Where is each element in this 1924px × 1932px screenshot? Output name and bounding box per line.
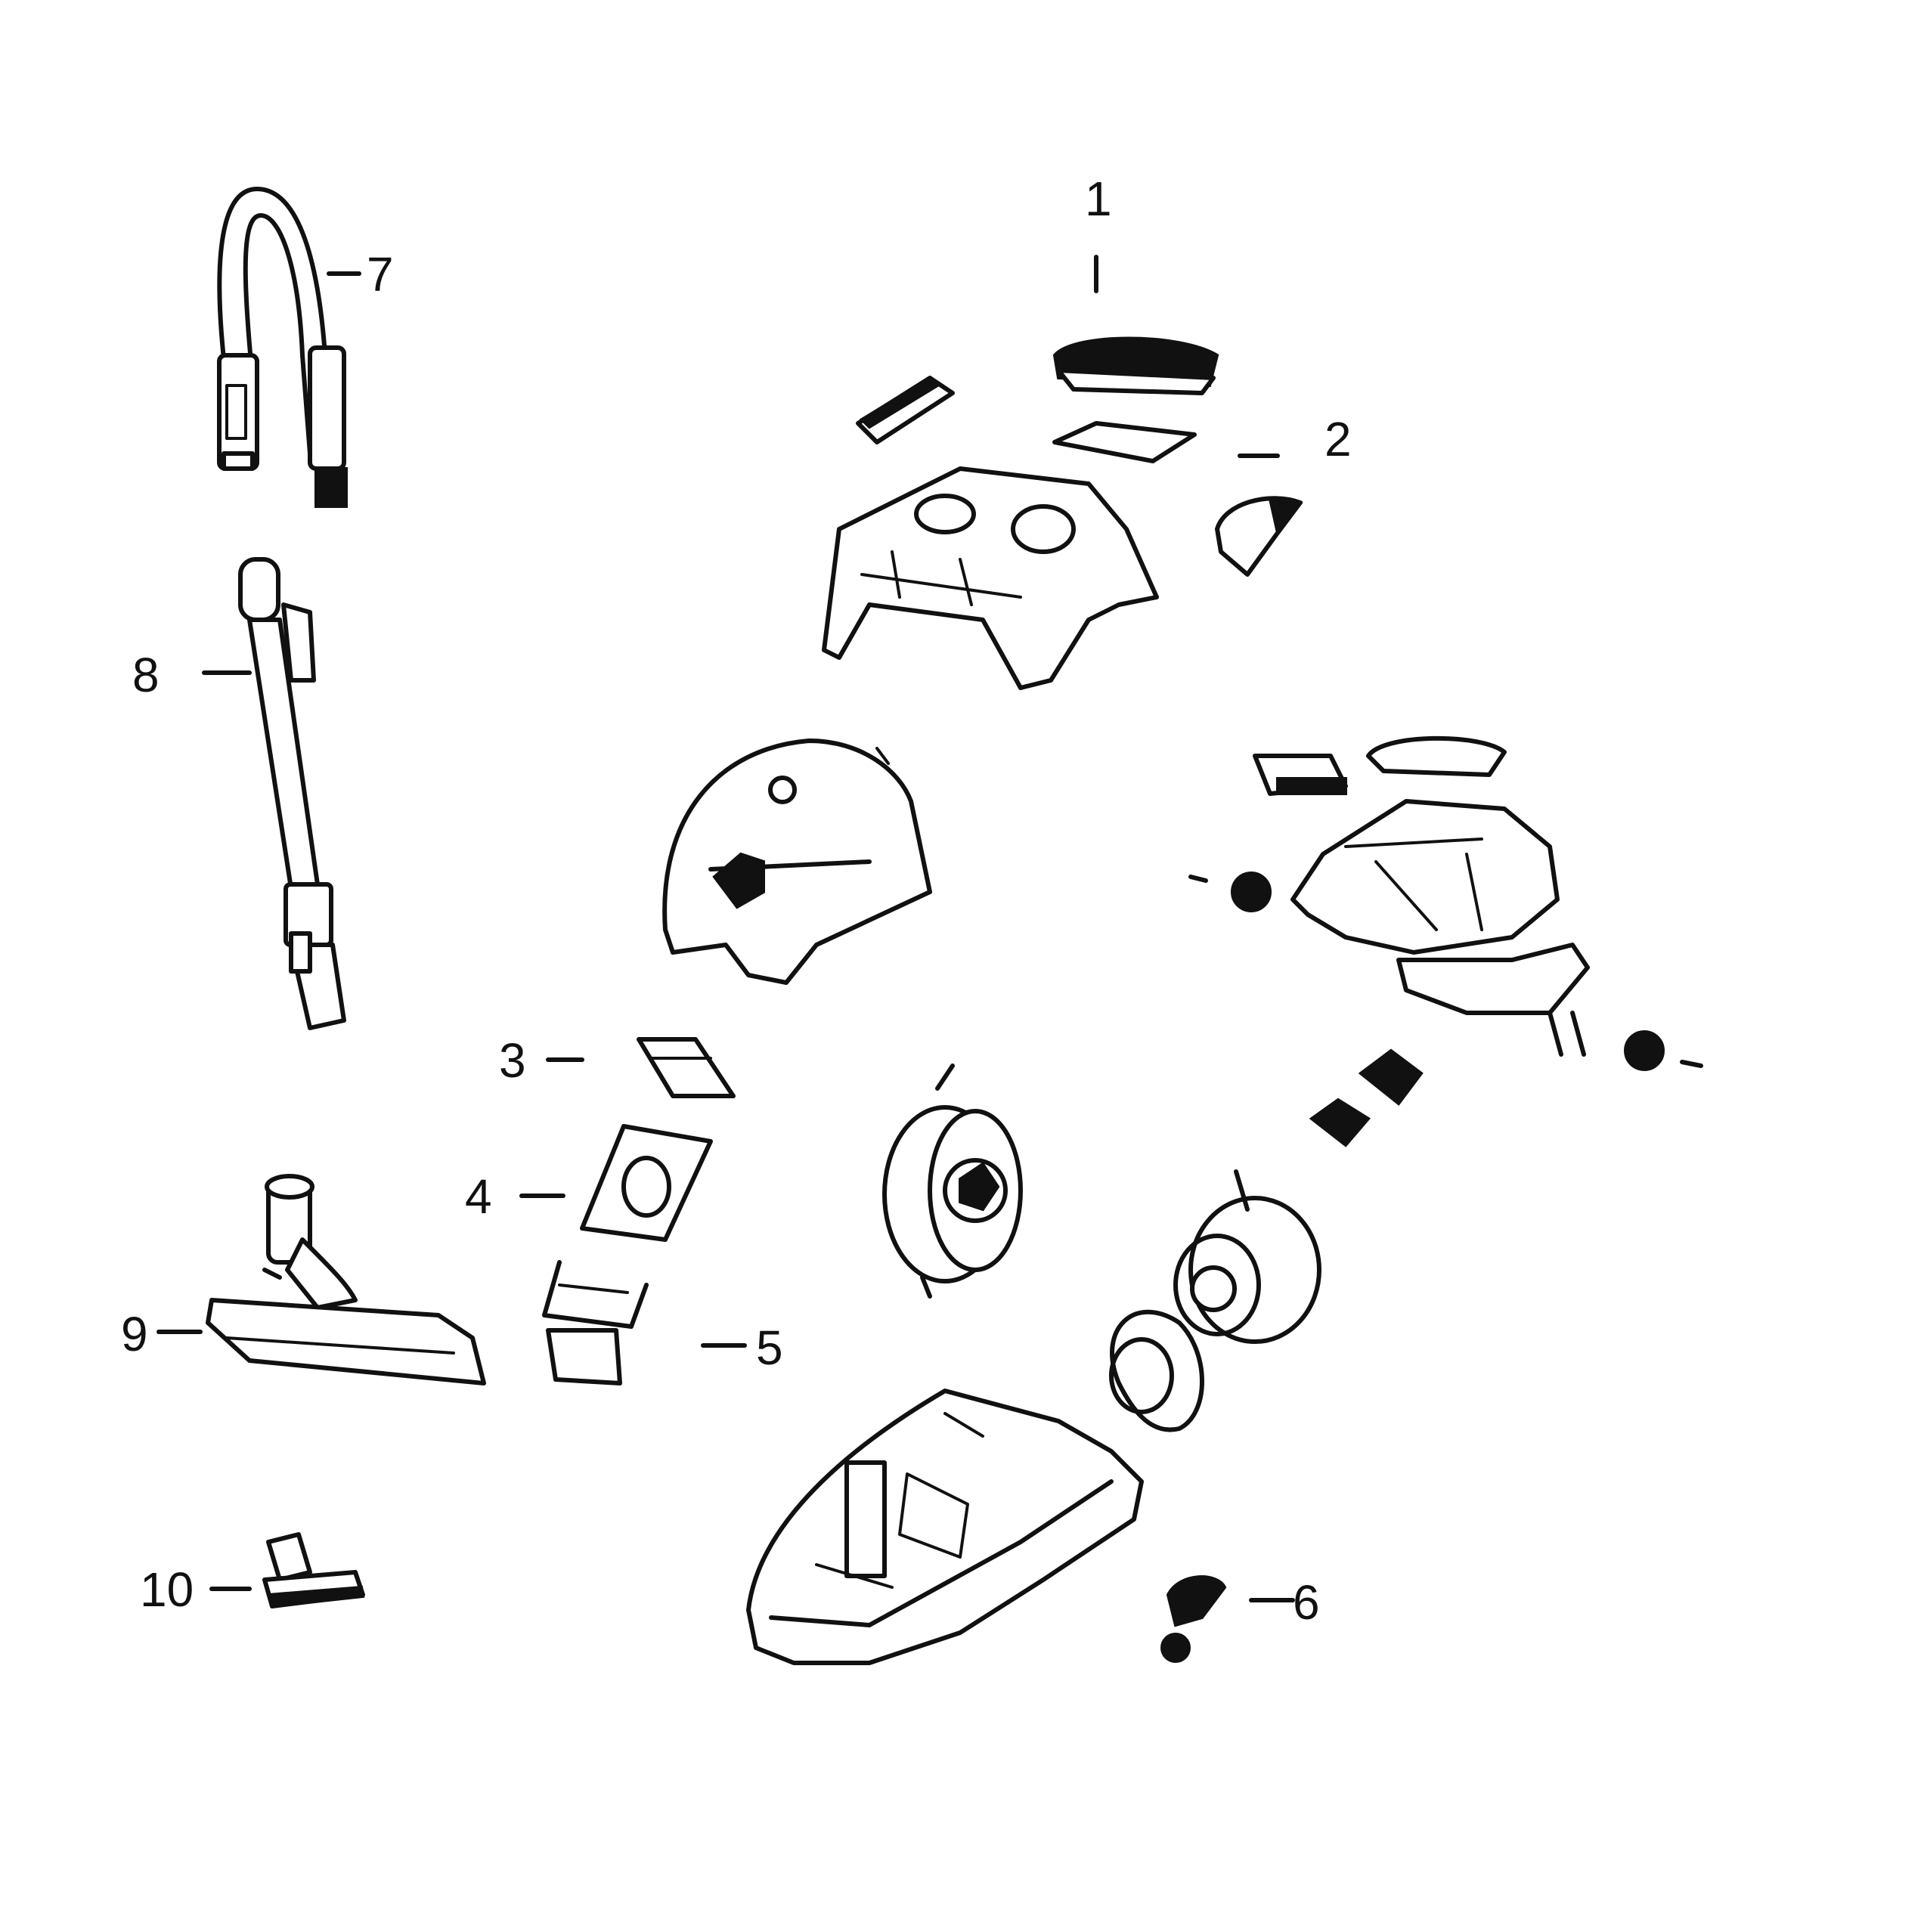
part-label-7: 7 — [367, 247, 394, 302]
wheel-part — [1160, 1575, 1227, 1663]
hose-part — [217, 187, 348, 508]
part-label-10: 10 — [140, 1562, 194, 1617]
filter-cover-part — [1052, 421, 1303, 577]
part-label-1: 1 — [1085, 172, 1112, 226]
base-housing-part — [746, 1389, 1144, 1665]
top-grill-part — [856, 255, 1219, 444]
bag-frame-part — [542, 1260, 649, 1386]
bag-holder-part — [637, 1037, 736, 1098]
wand-part — [238, 557, 346, 1030]
part-label-9: 9 — [121, 1307, 148, 1361]
part-label-5: 5 — [756, 1321, 783, 1375]
part-label-3: 3 — [499, 1033, 526, 1088]
motor-housing-part — [1188, 735, 1703, 1147]
part-label-2: 2 — [1324, 412, 1352, 466]
part-label-6: 6 — [1293, 1575, 1320, 1630]
cord-reel-part — [882, 1064, 1023, 1299]
top-housing-part — [822, 466, 1159, 690]
floor-nozzle-part — [206, 1174, 486, 1386]
canister-lid-part — [662, 738, 932, 985]
upholstery-tool-part — [262, 1532, 365, 1608]
dust-bag-part — [580, 1124, 713, 1242]
part-label-4: 4 — [465, 1169, 492, 1224]
motor-part — [1109, 1169, 1321, 1432]
part-label-8: 8 — [132, 648, 160, 702]
